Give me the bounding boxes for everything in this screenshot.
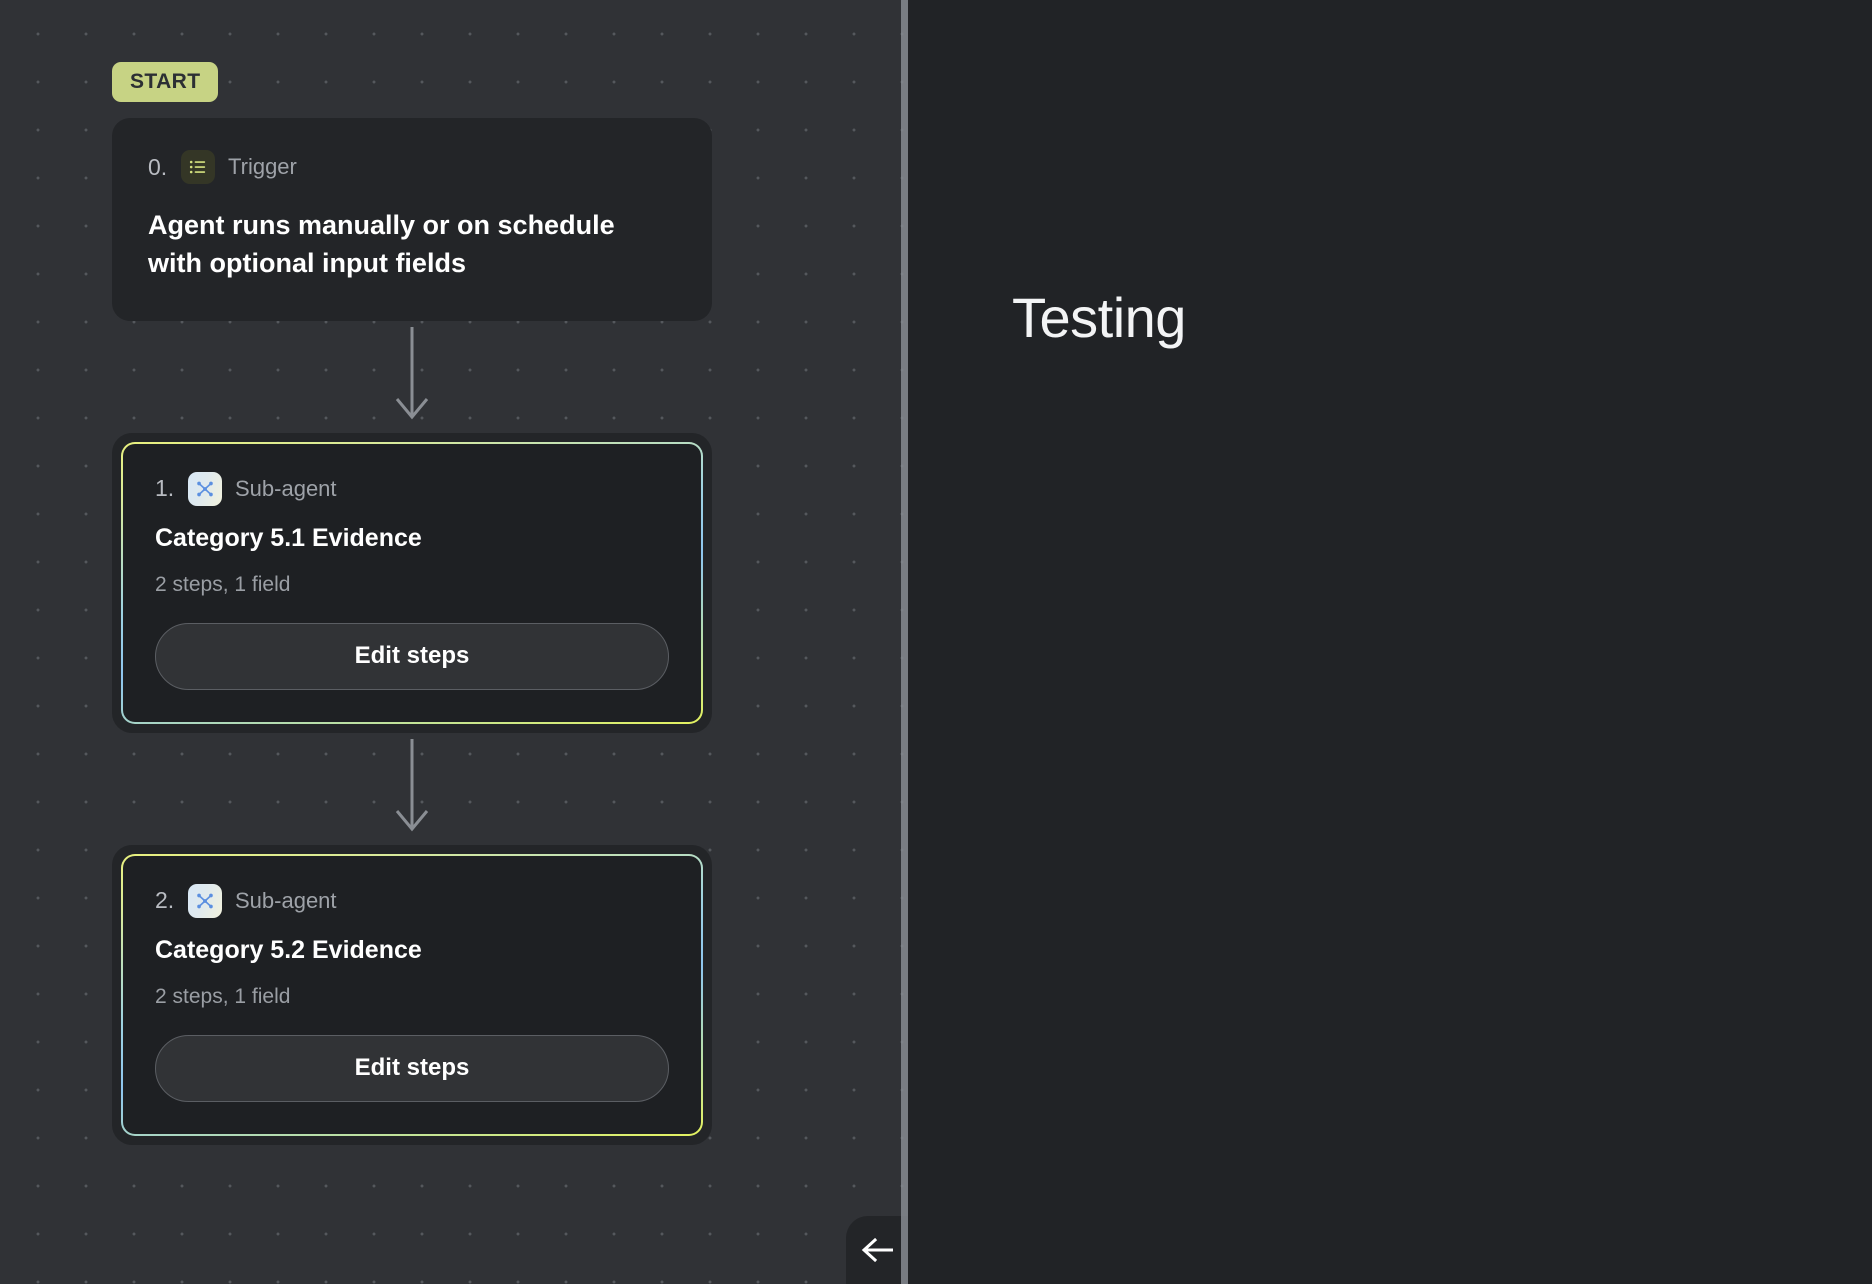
node-kind-label: Trigger: [228, 154, 297, 179]
network-nodes-icon: [188, 883, 222, 918]
subagent-card-body-2: 2.: [123, 855, 701, 1134]
subagent-card-header-1: 1.: [155, 471, 669, 506]
subagent-meta: 2 steps, 1 field: [155, 572, 291, 596]
node-index: 2.: [155, 887, 175, 914]
page-title: Testing: [1012, 286, 1186, 349]
trigger-card-header: 0. Trigger: [148, 150, 676, 184]
subagent-node-1-wrapper: 1.: [112, 432, 712, 733]
arrow-left-icon[interactable]: [860, 1238, 894, 1262]
back-button-panel[interactable]: [846, 1216, 908, 1284]
node-index: 1.: [155, 475, 175, 502]
node-index: 0.: [148, 153, 168, 180]
right-panel: Testing: [908, 0, 1872, 1284]
subagent-meta: 2 steps, 1 field: [155, 984, 291, 1008]
subagent-node-card-1[interactable]: 1.: [121, 441, 703, 724]
subagent-node-card-2[interactable]: 2.: [121, 853, 703, 1136]
connector-arrow-2: [112, 733, 712, 845]
trigger-node-card[interactable]: 0. Trigger Agent runs manually or o: [112, 118, 712, 321]
trigger-description: Agent runs manually or on schedule with …: [148, 210, 615, 279]
node-kind-label: Sub-agent: [235, 475, 337, 501]
list-icon: [181, 150, 215, 184]
start-badge: START: [112, 62, 219, 102]
subagent-title: Category 5.1 Evidence: [155, 523, 422, 552]
network-nodes-icon: [188, 471, 222, 506]
subagent-title: Category 5.2 Evidence: [155, 935, 422, 964]
flow-column: START 0. Trigger: [112, 62, 732, 1145]
subagent-node-2-wrapper: 2.: [112, 844, 712, 1145]
subagent-card-body-1: 1.: [123, 443, 701, 722]
pane-divider[interactable]: [901, 0, 908, 1284]
edit-steps-button[interactable]: Edit steps: [155, 1034, 669, 1102]
subagent-card-header-2: 2.: [155, 883, 669, 918]
flow-canvas[interactable]: START 0. Trigger: [0, 0, 908, 1284]
node-kind-label: Sub-agent: [235, 887, 337, 913]
edit-steps-button[interactable]: Edit steps: [155, 622, 669, 690]
connector-arrow-1: [112, 321, 712, 433]
